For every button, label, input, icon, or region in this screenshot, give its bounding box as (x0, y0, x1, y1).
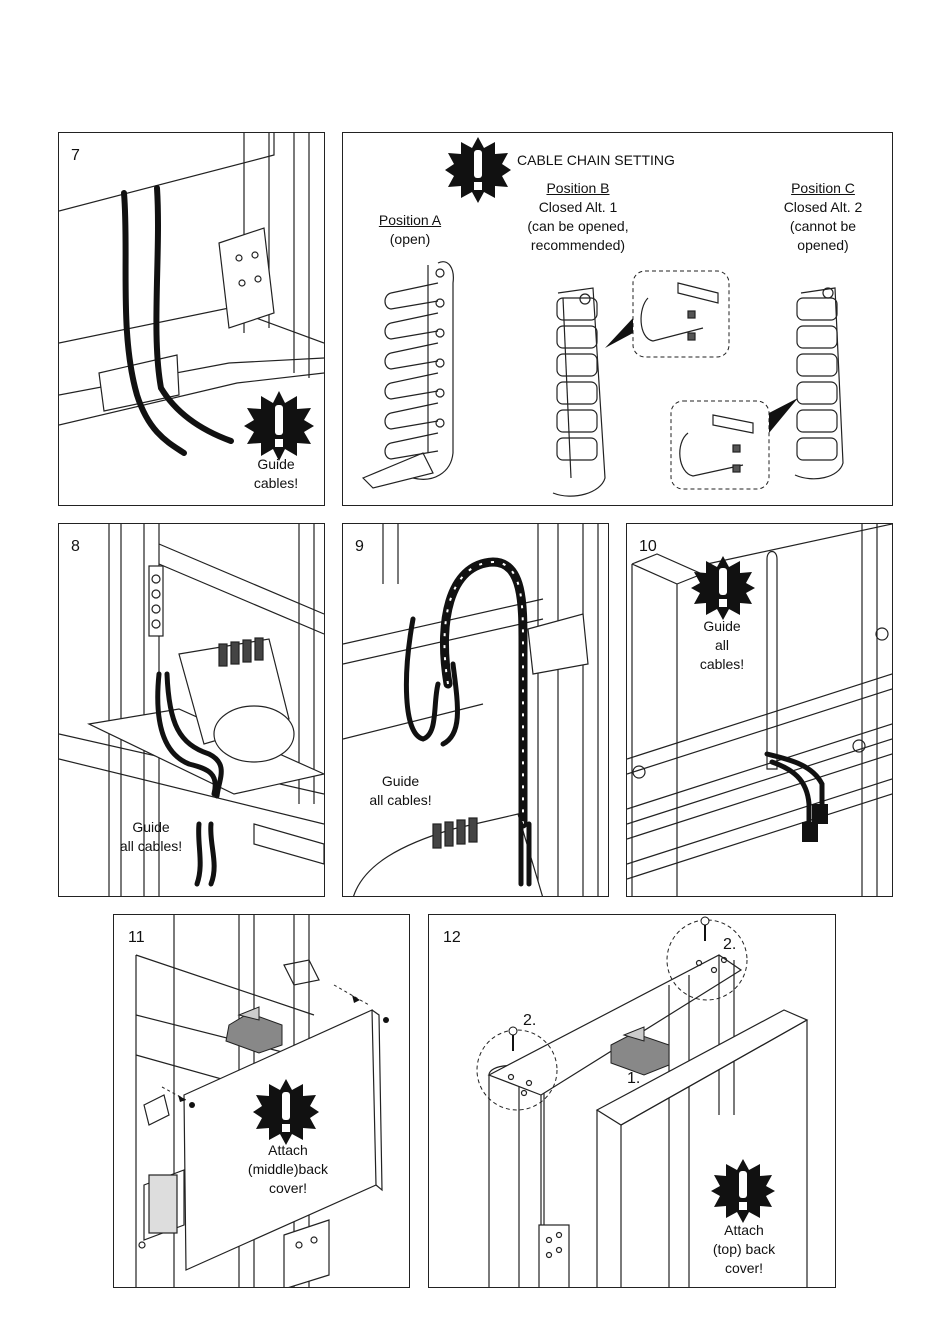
step-12-panel: 12 2. 2. 1. (428, 914, 836, 1288)
step-9-panel: 9 Guide all cables! (342, 523, 609, 897)
guide-cables-note: Guide cables! (241, 455, 311, 493)
callout-step-2b: 2. (723, 935, 736, 954)
warning-icon (253, 1079, 319, 1145)
callout-step-2a: 2. (523, 1011, 536, 1030)
step-11-panel: 11 Attac (113, 914, 410, 1288)
cable-chain-setting-panel: CABLE CHAIN SETTING Position A (open) Po… (342, 132, 893, 506)
guide-all-cables-note: Guide all cables! (687, 617, 757, 674)
step-8-illustration (59, 524, 325, 897)
step-7-panel: 7 Guide cables! (58, 132, 325, 506)
step-10-illustration (627, 524, 893, 897)
guide-all-cables-note: Guide all cables! (363, 772, 438, 810)
step-10-panel: 10 Guide all cables! (626, 523, 893, 897)
step-9-illustration (343, 524, 609, 897)
warning-icon (711, 1159, 775, 1223)
step-8-panel: 8 Guide all cables! (58, 523, 325, 897)
guide-all-cables-note: Guide all cables! (111, 818, 191, 856)
attach-middle-back-cover-note: Attach (middle)back cover! (238, 1141, 338, 1198)
attach-top-back-cover-note: Attach (top) back cover! (699, 1221, 789, 1278)
cable-chain-illustration (343, 133, 893, 506)
warning-icon (691, 556, 755, 620)
warning-icon (244, 391, 314, 461)
callout-step-1: 1. (627, 1069, 640, 1088)
